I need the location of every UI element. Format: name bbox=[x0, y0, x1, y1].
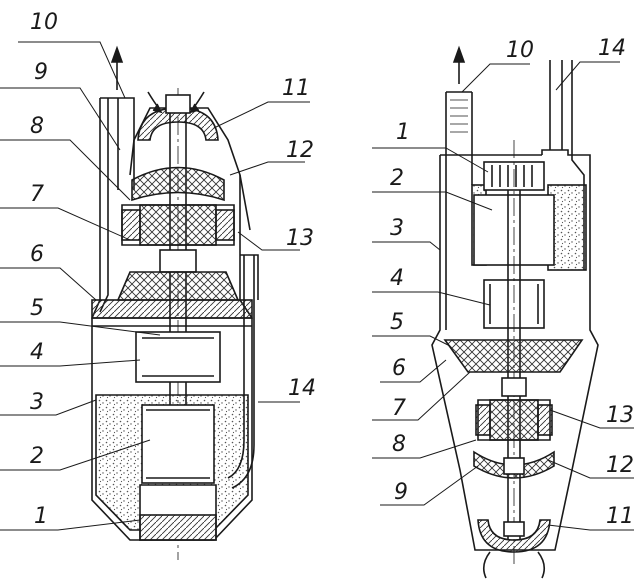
left-label-8: 8 bbox=[30, 114, 44, 139]
left-label-11: 11 bbox=[282, 76, 310, 101]
right-body bbox=[431, 149, 599, 551]
left-cable bbox=[227, 255, 255, 489]
right-label-4: 4 bbox=[390, 266, 404, 291]
left-label-7: 7 bbox=[30, 182, 44, 207]
right-label-11: 11 bbox=[606, 504, 634, 529]
left-label-14: 14 bbox=[288, 376, 316, 401]
right-label-1: 1 bbox=[396, 120, 410, 145]
right-outlet-pipe bbox=[445, 91, 473, 330]
left-label-5: 5 bbox=[30, 296, 44, 321]
left-valve bbox=[131, 166, 225, 202]
left-label-9: 9 bbox=[34, 60, 48, 85]
left-label-10: 10 bbox=[30, 10, 58, 35]
left-flange bbox=[92, 317, 252, 327]
right-pump-view bbox=[372, 45, 634, 579]
left-shock-absorber bbox=[116, 271, 240, 301]
right-label-5: 5 bbox=[390, 310, 404, 335]
left-label-4: 4 bbox=[30, 340, 44, 365]
left-label-12: 12 bbox=[286, 138, 314, 163]
right-label-12: 12 bbox=[606, 453, 634, 478]
right-label-7: 7 bbox=[392, 396, 406, 421]
left-label-13: 13 bbox=[286, 226, 314, 251]
left-anchor bbox=[135, 331, 221, 383]
left-label-6: 6 bbox=[30, 242, 44, 267]
left-coil bbox=[141, 404, 215, 484]
right-label-6: 6 bbox=[392, 356, 406, 381]
left-outlet-pipe bbox=[100, 97, 135, 190]
left-label-2: 2 bbox=[30, 444, 44, 469]
right-label-3: 3 bbox=[390, 216, 404, 241]
right-label-8: 8 bbox=[392, 432, 406, 457]
left-label-1: 1 bbox=[34, 504, 48, 529]
right-inlet-cap bbox=[477, 519, 551, 553]
right-label-13: 13 bbox=[606, 403, 634, 428]
left-pump-view bbox=[0, 41, 310, 560]
right-label-2: 2 bbox=[390, 166, 404, 191]
left-label-3: 3 bbox=[30, 390, 44, 415]
right-shock-absorber bbox=[443, 339, 584, 373]
right-label-9: 9 bbox=[394, 480, 408, 505]
left-inlet-cap bbox=[137, 107, 219, 141]
right-label-10: 10 bbox=[506, 38, 534, 63]
right-label-14: 14 bbox=[598, 36, 626, 61]
